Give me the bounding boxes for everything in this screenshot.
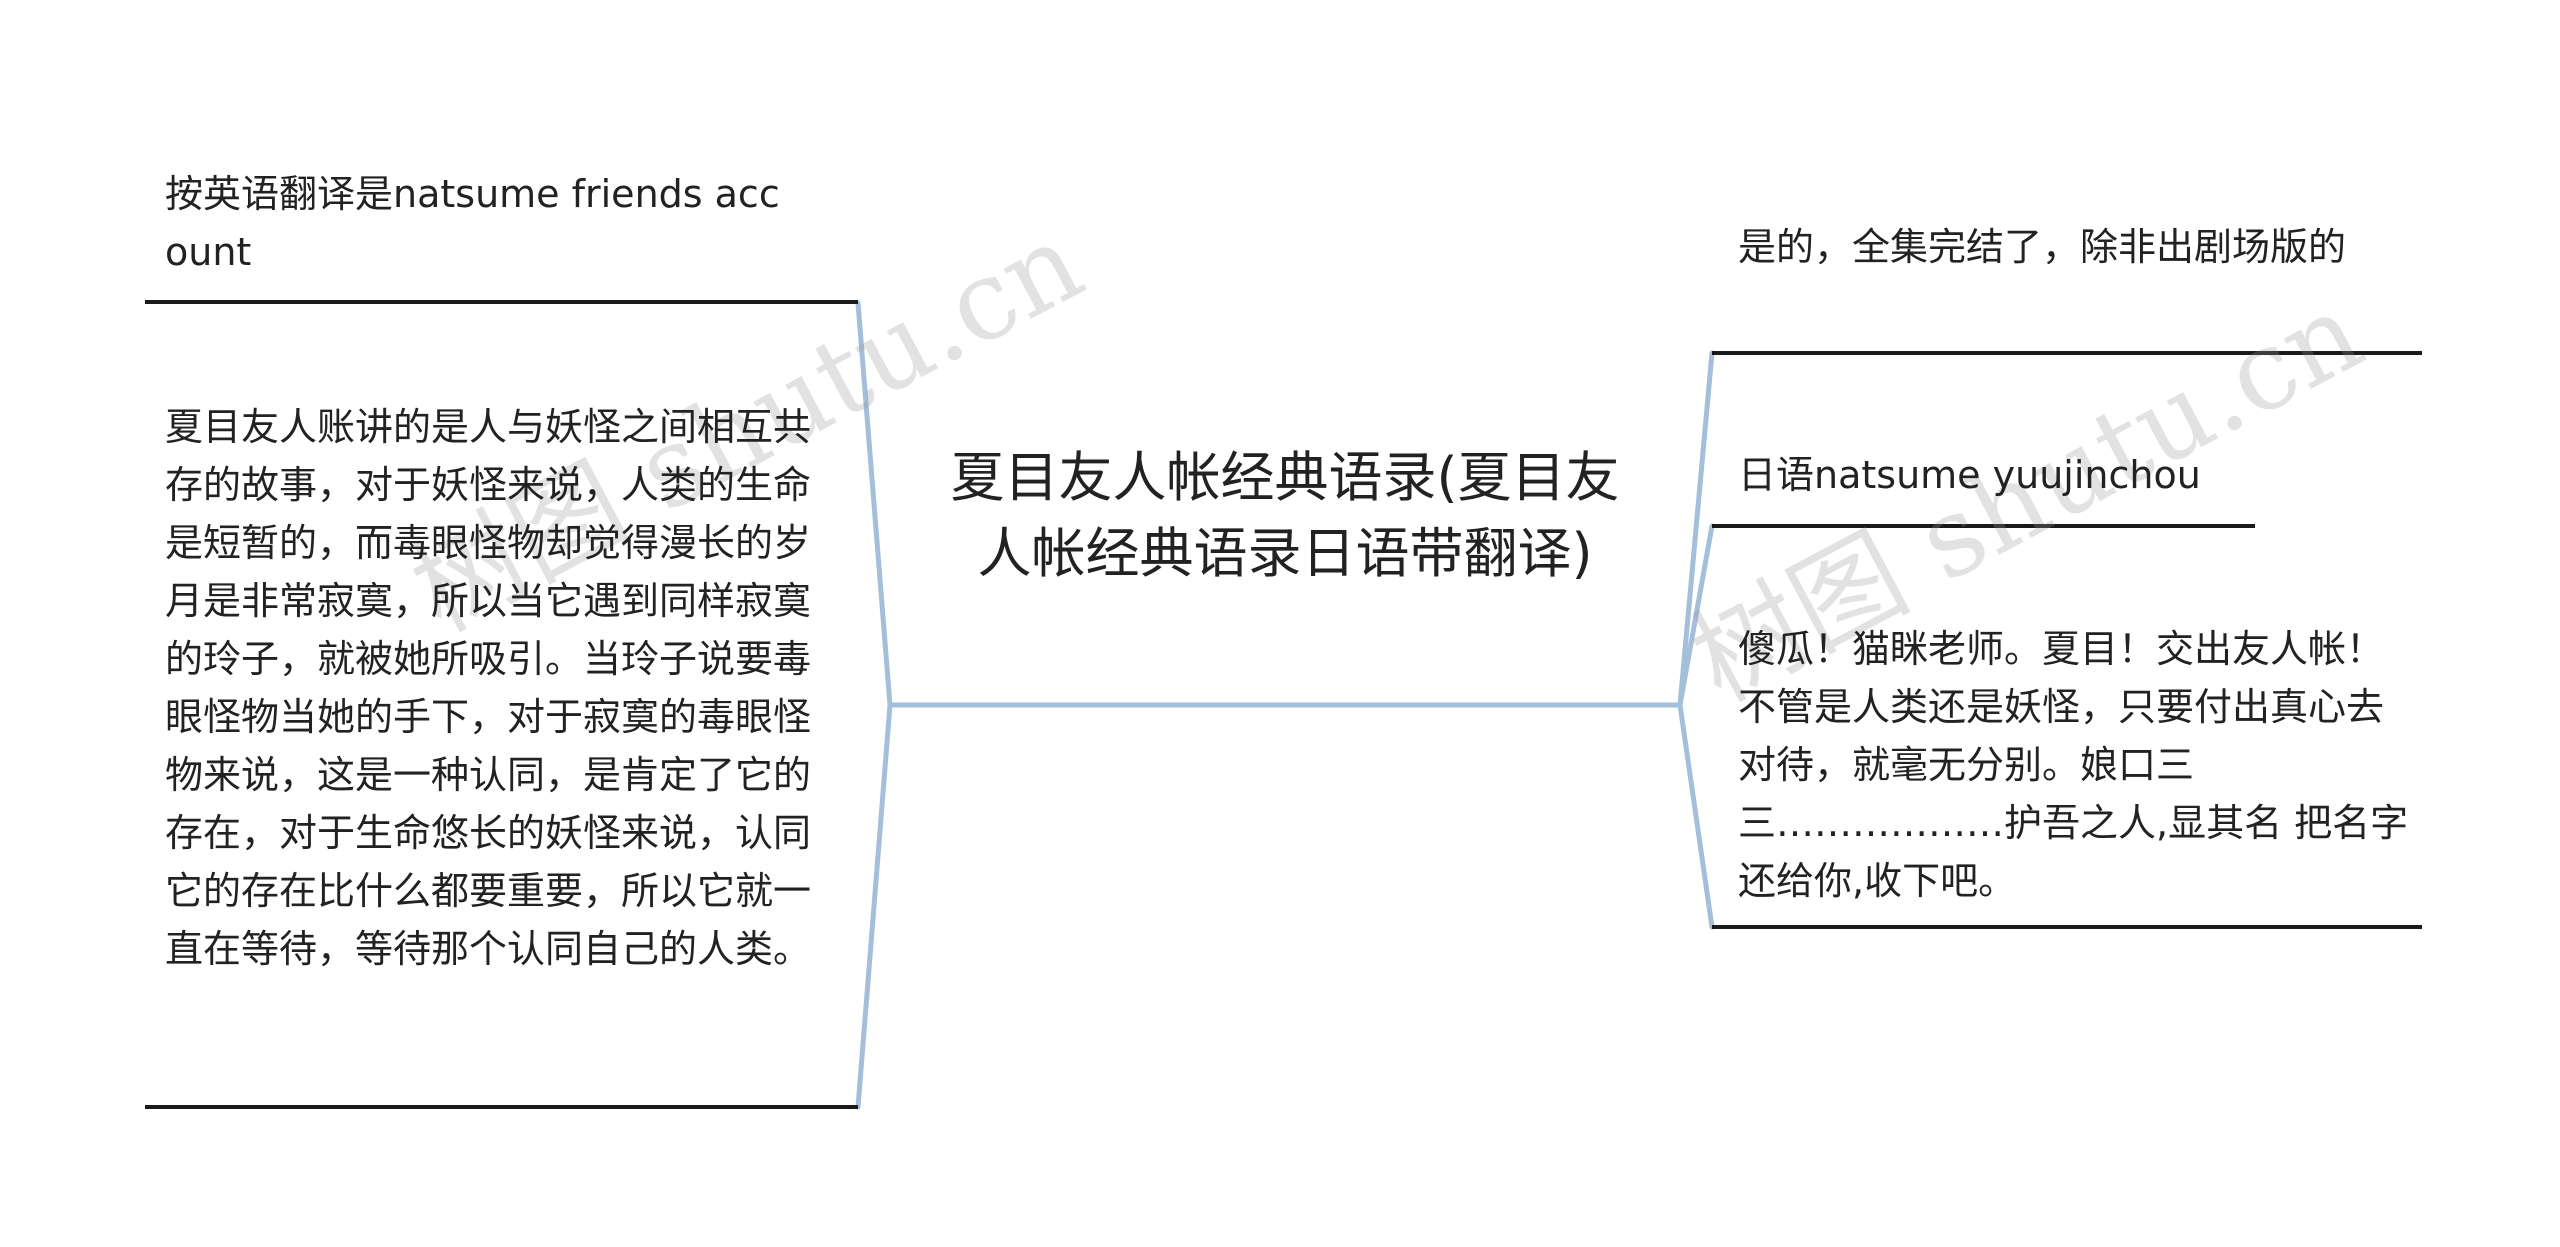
right-node-quotes[interactable]: 傻瓜！猫眯老师。夏目！交出友人帐！不管是人类还是妖怪，只要付出真心去对待，就毫无… [1738,627,2409,903]
link-left-story [855,702,893,1110]
right-node-finished[interactable]: 是的，全集完结了，除非出剧场版的 [1738,225,2347,269]
root-topic[interactable]: 夏目友人帐经典语录(夏目友人帐经典语录日语带翻译) [950,446,1620,585]
left-node-translation[interactable]: 按英语翻译是natsume friends account [165,172,780,274]
link-right-quotes [1677,702,1715,930]
link-right-japanese [1677,523,1715,708]
left-node-story[interactable]: 夏目友人账讲的是人与妖怪之间相互共存的故事，对于妖怪来说，人类的生命是短暂的，而… [165,405,812,971]
link-left-translation [855,300,893,708]
node-underlines [145,300,2422,1109]
right-node-japanese[interactable]: 日语natsume yuujinchou [1738,453,2201,497]
connector-lines [855,300,1715,1110]
link-right-finished [1677,350,1715,708]
